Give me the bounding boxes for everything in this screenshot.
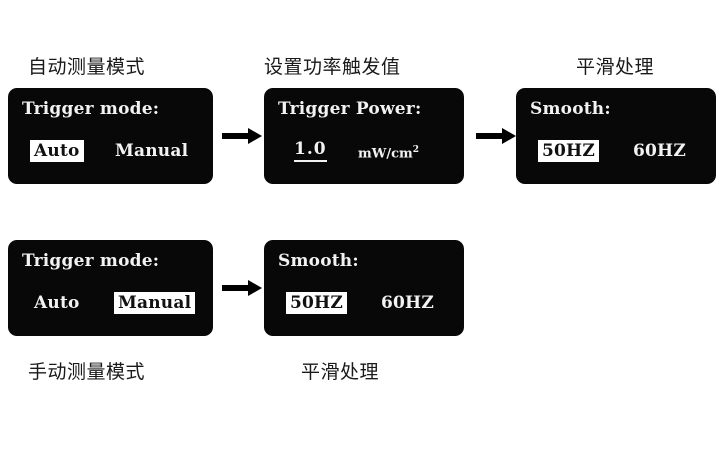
option-50hz-selected[interactable]: 50HZ (538, 140, 599, 162)
unit-text: mW/cm (358, 146, 413, 162)
screen-smooth-bottom[interactable]: Smooth: 50HZ 60HZ (264, 240, 464, 336)
screen-trigger-mode-auto[interactable]: Trigger mode: Auto Manual (8, 88, 213, 184)
option-auto-selected[interactable]: Auto (30, 140, 84, 162)
option-auto[interactable]: Auto (34, 293, 80, 313)
option-manual-selected[interactable]: Manual (114, 292, 196, 314)
screen-trigger-mode-manual[interactable]: Trigger mode: Auto Manual (8, 240, 213, 336)
trigger-power-unit: mW/cm2 (358, 145, 419, 161)
trigger-power-value[interactable]: 1.0 (294, 139, 327, 162)
option-50hz-selected[interactable]: 50HZ (286, 292, 347, 314)
option-60hz[interactable]: 60HZ (633, 141, 686, 161)
screen-title: Trigger mode: (22, 251, 160, 271)
option-60hz[interactable]: 60HZ (381, 293, 434, 313)
screen-title: Smooth: (530, 99, 611, 119)
option-manual[interactable]: Manual (115, 141, 189, 161)
caption-smooth-bottom: 平滑处理 (301, 361, 380, 383)
caption-smooth-top: 平滑处理 (576, 56, 655, 78)
screen-title: Trigger Power: (278, 99, 422, 119)
screen-title: Smooth: (278, 251, 359, 271)
caption-manual-measure-mode: 手动测量模式 (28, 361, 146, 383)
arrow-auto-to-power (222, 128, 262, 144)
screen-smooth-top[interactable]: Smooth: 50HZ 60HZ (516, 88, 716, 184)
arrow-power-to-smooth (476, 128, 516, 144)
screen-trigger-power[interactable]: Trigger Power: 1.0 mW/cm2 (264, 88, 464, 184)
screen-title: Trigger mode: (22, 99, 160, 119)
unit-exponent: 2 (412, 145, 420, 155)
arrow-manual-to-smooth (222, 280, 262, 296)
caption-set-power-trigger-value: 设置功率触发值 (264, 56, 401, 78)
caption-auto-measure-mode: 自动测量模式 (28, 56, 146, 78)
